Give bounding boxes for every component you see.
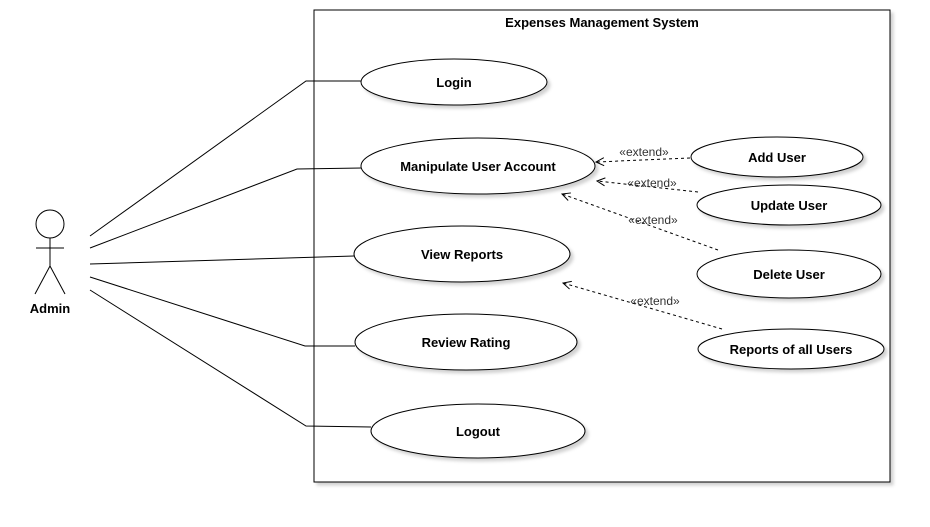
extend-labels: «extend» «extend» «extend» «extend» — [619, 145, 680, 308]
use-case-label: Login — [436, 75, 471, 90]
association-lines — [89, 80, 372, 428]
use-case-login[interactable]: Login — [360, 58, 548, 106]
use-case-label: Update User — [751, 198, 828, 213]
use-case-reports-of-all-users[interactable]: Reports of all Users — [697, 328, 885, 370]
use-cases: Login Manipulate User Account View Repor… — [353, 58, 885, 459]
use-case-label: Add User — [748, 150, 806, 165]
use-case-label: Review Rating — [422, 335, 511, 350]
extend-label-delete-user: «extend» — [628, 213, 678, 227]
stick-figure-actor-icon — [34, 209, 66, 295]
use-case-label: Manipulate User Account — [400, 159, 556, 174]
use-case-label: View Reports — [421, 247, 503, 262]
system-title: Expenses Management System — [505, 15, 699, 30]
extend-add-user — [596, 158, 691, 162]
association-logout — [89, 289, 372, 428]
extend-delete-user — [562, 194, 719, 251]
association-login — [89, 80, 362, 237]
actor-label: Admin — [30, 301, 71, 316]
association-review-rating — [89, 276, 355, 347]
extend-label-add-user: «extend» — [619, 145, 669, 159]
extend-label-reports-of-all-users: «extend» — [630, 294, 680, 308]
association-manipulate-user-account — [89, 167, 363, 249]
use-case-update-user[interactable]: Update User — [696, 184, 882, 226]
use-case-label: Logout — [456, 424, 501, 439]
use-case-review-rating[interactable]: Review Rating — [354, 313, 578, 371]
extend-dependencies — [562, 158, 723, 330]
extend-label-update-user: «extend» — [627, 176, 677, 190]
use-case-manipulate-user-account[interactable]: Manipulate User Account — [360, 137, 596, 195]
actor-admin[interactable]: Admin — [30, 209, 71, 316]
use-case-view-reports[interactable]: View Reports — [353, 225, 571, 283]
use-case-label: Delete User — [753, 267, 825, 282]
use-case-add-user[interactable]: Add User — [690, 136, 864, 178]
use-case-label: Reports of all Users — [730, 342, 853, 357]
use-case-logout[interactable]: Logout — [370, 403, 586, 459]
association-view-reports — [89, 255, 355, 265]
extend-update-user — [597, 181, 699, 193]
use-case-delete-user[interactable]: Delete User — [696, 249, 882, 299]
